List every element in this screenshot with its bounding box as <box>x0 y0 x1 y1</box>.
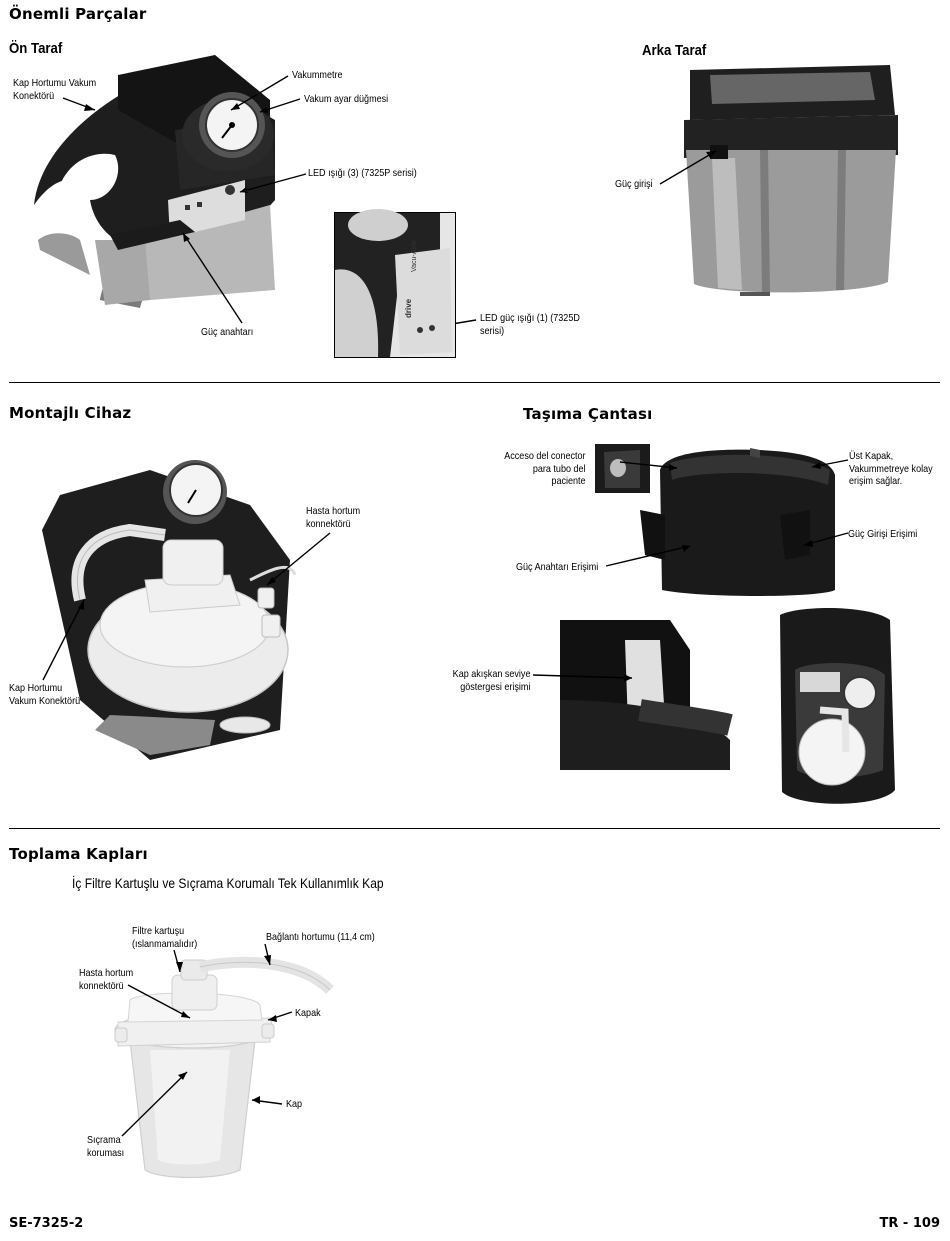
front-section-title: Ön Taraf <box>9 40 63 57</box>
collection-jar-image <box>114 956 334 1179</box>
label-vacuum-gauge: Vakummetre <box>292 69 343 81</box>
label-led-3: LED ışığı (3) (7325P serisi) <box>308 167 417 179</box>
label-connection-hose: Bağlantı hortumu (11,4 cm) <box>266 931 375 943</box>
inset-led-image <box>335 209 455 357</box>
bag-section-title: Taşıma Çantası <box>523 405 653 423</box>
label-power-input-access: Güç Girişi Erişimi <box>848 528 918 540</box>
label-top-cover: Üst Kapak, Vakummetreye kolay erişim sağ… <box>849 450 933 487</box>
label-splash-guard: Sıçrama koruması <box>87 1134 125 1159</box>
label-patient-hose-connector-jar: Hasta hortum konnektörü <box>79 967 134 992</box>
label-jar: Kap <box>286 1098 303 1110</box>
bag-open-image <box>780 608 895 804</box>
back-device-image <box>684 65 898 296</box>
label-fluid-level-access: Kap akışkan seviye göstergesi erişimi <box>452 668 530 693</box>
label-led-1: LED güç ışığı (1) (7325D serisi) <box>480 312 580 337</box>
bag-image <box>640 448 835 596</box>
back-section-title: Arka Taraf <box>642 42 707 59</box>
assembled-device-image <box>42 460 297 760</box>
label-power-switch: Güç anahtarı <box>201 326 254 338</box>
label-jar-hose-vacuum-connector: Kap Hortumu Vakum Konektörü <box>9 682 81 707</box>
section-divider <box>9 828 940 829</box>
label-patient-hose-connector: Hasta hortum konnektörü <box>306 505 361 530</box>
label-jar-hose-connector: Kap Hortumu Vakum Konektörü <box>13 77 97 102</box>
label-vacuum-knob: Vakum ayar düğmesi <box>304 93 389 105</box>
label-filter-cartridge: Filtre kartuşu (ıslanmamalıdır) <box>132 925 198 950</box>
front-leader-lines <box>62 75 477 327</box>
assembled-section-title: Montajlı Cihaz <box>9 404 132 422</box>
section-divider <box>9 382 940 383</box>
front-device-image <box>34 55 275 308</box>
footer-page-number: TR - 109 <box>879 1216 940 1231</box>
label-lid: Kapak <box>295 1007 321 1019</box>
containers-subtitle: İç Filtre Kartuşlu ve Sıçrama Korumalı T… <box>72 875 384 891</box>
label-power-input: Güç girişi <box>615 178 653 190</box>
page-title: Önemli Parçalar <box>9 5 147 23</box>
footer-doc-number: SE-7325-2 <box>9 1216 84 1231</box>
label-patient-tube-access: Acceso del conector para tubo del pacien… <box>504 450 586 487</box>
containers-section-title: Toplama Kapları <box>9 845 148 863</box>
bag-fluid-level-image <box>560 620 733 770</box>
label-power-switch-access: Güç Anahtarı Erişimi <box>516 561 599 573</box>
